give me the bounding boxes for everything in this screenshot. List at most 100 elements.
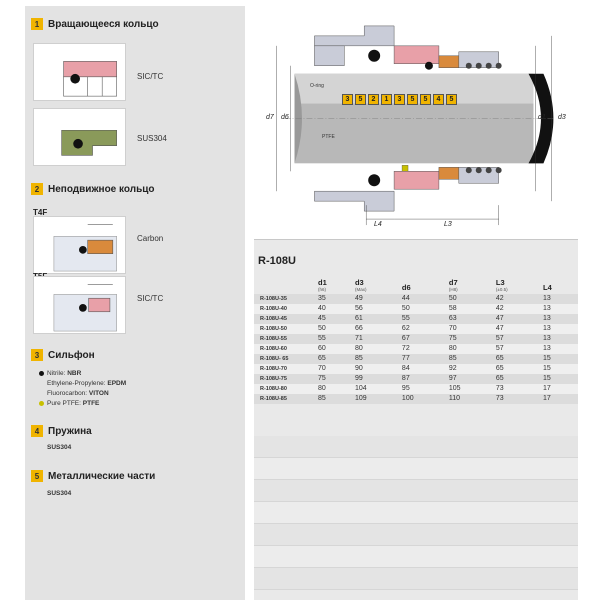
model-cell: R-108U-50 [254, 324, 316, 334]
value-cell: 50 [399, 304, 447, 314]
value-cell: 44 [399, 294, 447, 304]
value-cell: 70 [316, 364, 353, 374]
value-cell: 85 [446, 354, 494, 364]
section-title: Пружина [48, 425, 92, 437]
value-cell: 13 [541, 304, 578, 314]
part-number-badge: 4 [433, 94, 444, 105]
rotating-ring-sic-image [33, 43, 126, 101]
section-title: Вращающееся кольцо [48, 18, 159, 30]
model-cell: R-108U-80 [254, 384, 316, 394]
value-cell: 80 [352, 344, 400, 354]
value-cell: 15 [541, 374, 578, 384]
model-cell: R-108U-85 [254, 394, 316, 404]
model-cell: R-108U- 65 [254, 354, 316, 364]
value-cell: 77 [399, 354, 447, 364]
value-cell: 17 [541, 394, 578, 404]
col-d7: d7(H8) [448, 278, 458, 292]
value-cell: 61 [352, 314, 400, 324]
model-cell: R-108U-60 [254, 344, 316, 354]
spring-material: SUS304 [47, 444, 72, 451]
section-metal-parts: 5 Металлические части [31, 470, 155, 482]
value-cell: 85 [316, 394, 353, 404]
seal-cross-section-icon [276, 25, 554, 226]
value-cell: 42 [493, 304, 541, 314]
value-cell: 97 [446, 374, 494, 384]
value-cell: 90 [352, 364, 400, 374]
value-cell: 13 [541, 324, 578, 334]
stationary-material-2: SIC/TC [137, 294, 164, 303]
value-cell: 73 [493, 394, 541, 404]
section-number-badge: 3 [31, 349, 43, 361]
model-cell: R-108U-70 [254, 364, 316, 374]
col-l3: L3(±0.5) [495, 278, 508, 292]
model-title: R-108U [258, 255, 296, 267]
dim-l3-label: L3 [444, 221, 452, 228]
stationary-t5f-image [33, 276, 126, 334]
stationary-ring-sic-icon [34, 277, 125, 333]
bellows-epdm: Ethylene-Propylene: EPDM [47, 380, 127, 387]
o-ring-dot-icon [39, 370, 44, 376]
value-cell: 65 [493, 374, 541, 384]
value-cell: 100 [399, 394, 447, 404]
empty-table-area [254, 436, 578, 600]
value-cell: 70 [446, 324, 494, 334]
part-number-badge: 3 [342, 94, 353, 105]
seal-face-sic-icon [34, 44, 125, 100]
section-number-badge: 4 [31, 425, 43, 437]
value-cell: 15 [541, 364, 578, 374]
rotating-material-2: SUS304 [137, 134, 167, 143]
ptfe-label: PTFE [322, 134, 335, 140]
value-cell: 42 [493, 294, 541, 304]
part-number-badge: 5 [407, 94, 418, 105]
dim-d7-label: d7 [266, 114, 274, 121]
value-cell: 55 [316, 334, 353, 344]
value-cell: 58 [446, 304, 494, 314]
value-cell: 63 [446, 314, 494, 324]
section-title: Металлические части [48, 470, 156, 482]
oring-label: O-ring [310, 83, 324, 89]
part-number-badge: 5 [446, 94, 457, 105]
part-number-badge: 1 [381, 94, 392, 105]
section-spring: 4 Пружина [31, 425, 92, 437]
value-cell: 75 [446, 334, 494, 344]
value-cell: 50 [446, 294, 494, 304]
value-cell: 73 [493, 384, 541, 394]
model-cell: R-108U-55 [254, 334, 316, 344]
value-cell: 13 [541, 314, 578, 324]
value-cell: 80 [446, 344, 494, 354]
value-cell: 13 [541, 294, 578, 304]
value-cell: 56 [352, 304, 400, 314]
col-l4: L4 [543, 283, 552, 292]
value-cell: 72 [399, 344, 447, 354]
col-d1: d1(h6) [318, 278, 327, 292]
dim-d6-label: d6 [281, 114, 289, 121]
value-cell: 57 [493, 344, 541, 354]
value-cell: 57 [493, 334, 541, 344]
value-cell: 50 [316, 324, 353, 334]
value-cell: 110 [446, 394, 494, 404]
value-cell: 40 [316, 304, 353, 314]
model-cell: R-108U-75 [254, 374, 316, 384]
value-cell: 13 [541, 334, 578, 344]
stationary-t4f-image [33, 216, 126, 274]
value-cell: 92 [446, 364, 494, 374]
value-cell: 55 [399, 314, 447, 324]
rotating-ring-sus-image [33, 108, 126, 166]
value-cell: 60 [316, 344, 353, 354]
stationary-material-1: Carbon [137, 234, 164, 243]
ptfe-dot-icon [39, 400, 44, 406]
type-t4f-label: T4F [33, 208, 48, 217]
model-cell: R-108U-35 [254, 294, 316, 304]
